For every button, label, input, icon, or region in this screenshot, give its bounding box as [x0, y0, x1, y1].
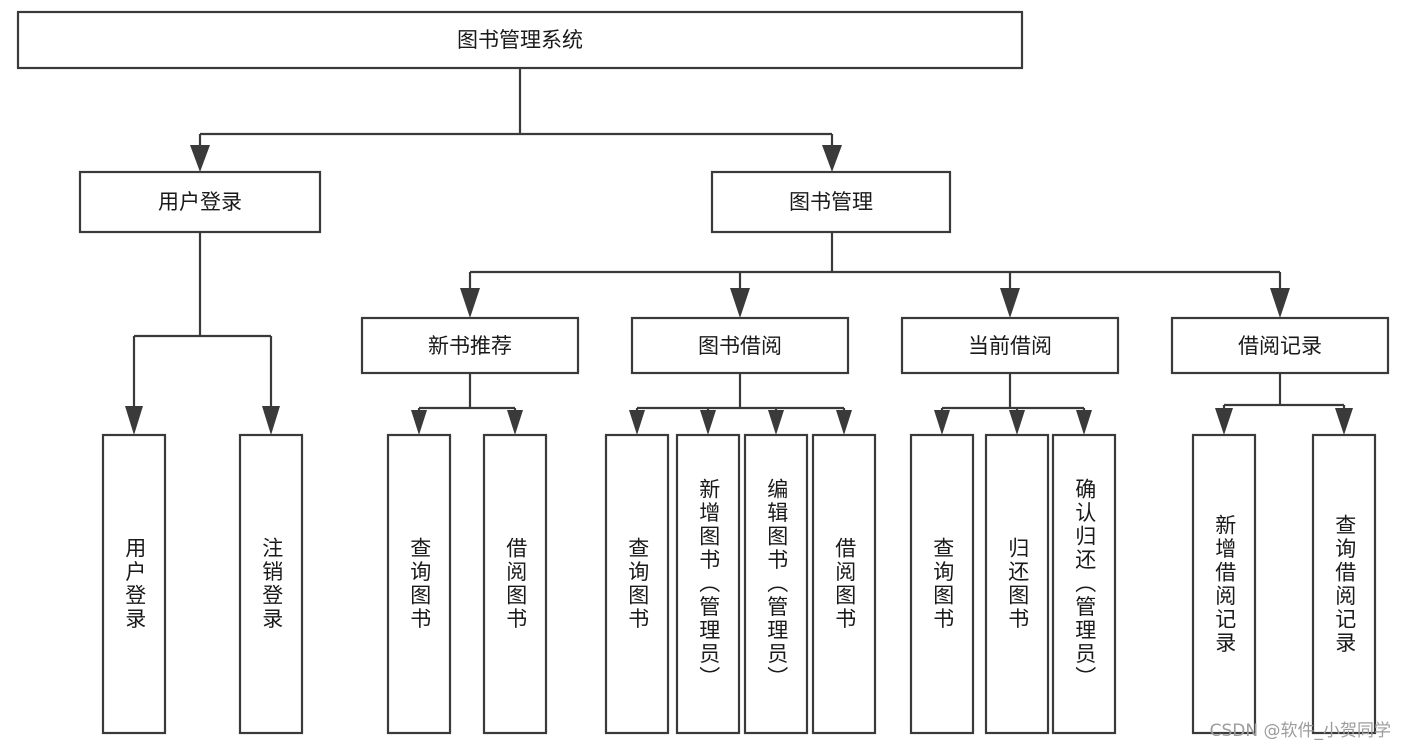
connector-userlogin-to-leaves: [125, 232, 280, 435]
arrow-head-icon: [125, 406, 143, 435]
arrow-head-icon: [822, 145, 842, 172]
node-new-book-recommend[interactable]: 新书推荐: [360, 316, 580, 375]
node-user-login[interactable]: 用户登录: [78, 170, 322, 234]
node-box-leaf-query-borrow-record[interactable]: [1311, 433, 1377, 735]
arrow-head-icon: [1335, 408, 1353, 435]
connector-borrowrecord-to-leaves: [1215, 373, 1353, 435]
node-box[interactable]: [710, 170, 952, 234]
node-label: 借阅记录: [1238, 334, 1322, 358]
node-box-leaf-user-login[interactable]: [101, 433, 167, 735]
leaf-node-boxes: [101, 433, 1377, 735]
arrow-head-icon: [190, 145, 210, 172]
node-box[interactable]: [630, 316, 850, 375]
arrow-head-icon: [934, 410, 950, 435]
node-box-leaf-return-book[interactable]: [984, 433, 1050, 735]
node-label: 新书推荐: [428, 334, 512, 358]
node-box[interactable]: [1170, 316, 1390, 375]
node-label: 图书管理: [789, 190, 873, 214]
node-root-book-management-system[interactable]: 图书管理系统: [16, 10, 1024, 70]
arrow-head-icon: [1215, 408, 1233, 435]
arrow-head-icon: [700, 410, 716, 435]
node-label: 当前借阅: [968, 334, 1052, 358]
node-book-management[interactable]: 图书管理: [710, 170, 952, 234]
node-box-leaf-borrow-book-2[interactable]: [811, 433, 877, 735]
node-box[interactable]: [16, 10, 1024, 70]
node-box-leaf-edit-book[interactable]: [743, 433, 809, 735]
node-box-leaf-query-book-2[interactable]: [604, 433, 670, 735]
node-box-leaf-add-borrow-record[interactable]: [1191, 433, 1257, 735]
arrow-head-icon: [1270, 288, 1290, 318]
connector-bookborrow-to-leaves: [629, 373, 852, 435]
arrow-head-icon: [507, 410, 523, 435]
node-box[interactable]: [900, 316, 1120, 375]
node-label: 图书借阅: [698, 334, 782, 358]
node-label: 用户登录: [158, 190, 242, 214]
arrow-head-icon: [836, 410, 852, 435]
connector-bookmgmt-to-level3: [460, 232, 1290, 318]
watermark-text: CSDN @软件_小贺同学: [1209, 721, 1391, 741]
node-box-leaf-query-book-1[interactable]: [386, 433, 452, 735]
arrow-head-icon: [1000, 288, 1020, 318]
arrow-head-icon: [629, 410, 645, 435]
node-box-leaf-confirm-return[interactable]: [1051, 433, 1117, 735]
arrow-head-icon: [730, 288, 750, 318]
arrow-head-icon: [262, 406, 280, 435]
node-current-borrow[interactable]: 当前借阅: [900, 316, 1120, 375]
arrow-head-icon: [1076, 410, 1092, 435]
node-box[interactable]: [360, 316, 580, 375]
connector-newbook-to-leaves: [411, 373, 523, 435]
arrow-head-icon: [768, 410, 784, 435]
node-box-leaf-borrow-book-1[interactable]: [482, 433, 548, 735]
node-box-leaf-query-book-3[interactable]: [909, 433, 975, 735]
node-box-leaf-user-logout[interactable]: [238, 433, 304, 735]
connector-currentborrow-to-leaves: [934, 373, 1092, 435]
node-borrow-record[interactable]: 借阅记录: [1170, 316, 1390, 375]
connector-root-to-level2: [190, 68, 842, 172]
node-label: 图书管理系统: [457, 28, 583, 52]
arrow-head-icon: [1009, 410, 1025, 435]
arrow-head-icon: [411, 410, 427, 435]
node-box-leaf-add-book[interactable]: [675, 433, 741, 735]
node-book-borrow[interactable]: 图书借阅: [630, 316, 850, 375]
arrow-head-icon: [460, 288, 480, 318]
node-box[interactable]: [78, 170, 322, 234]
